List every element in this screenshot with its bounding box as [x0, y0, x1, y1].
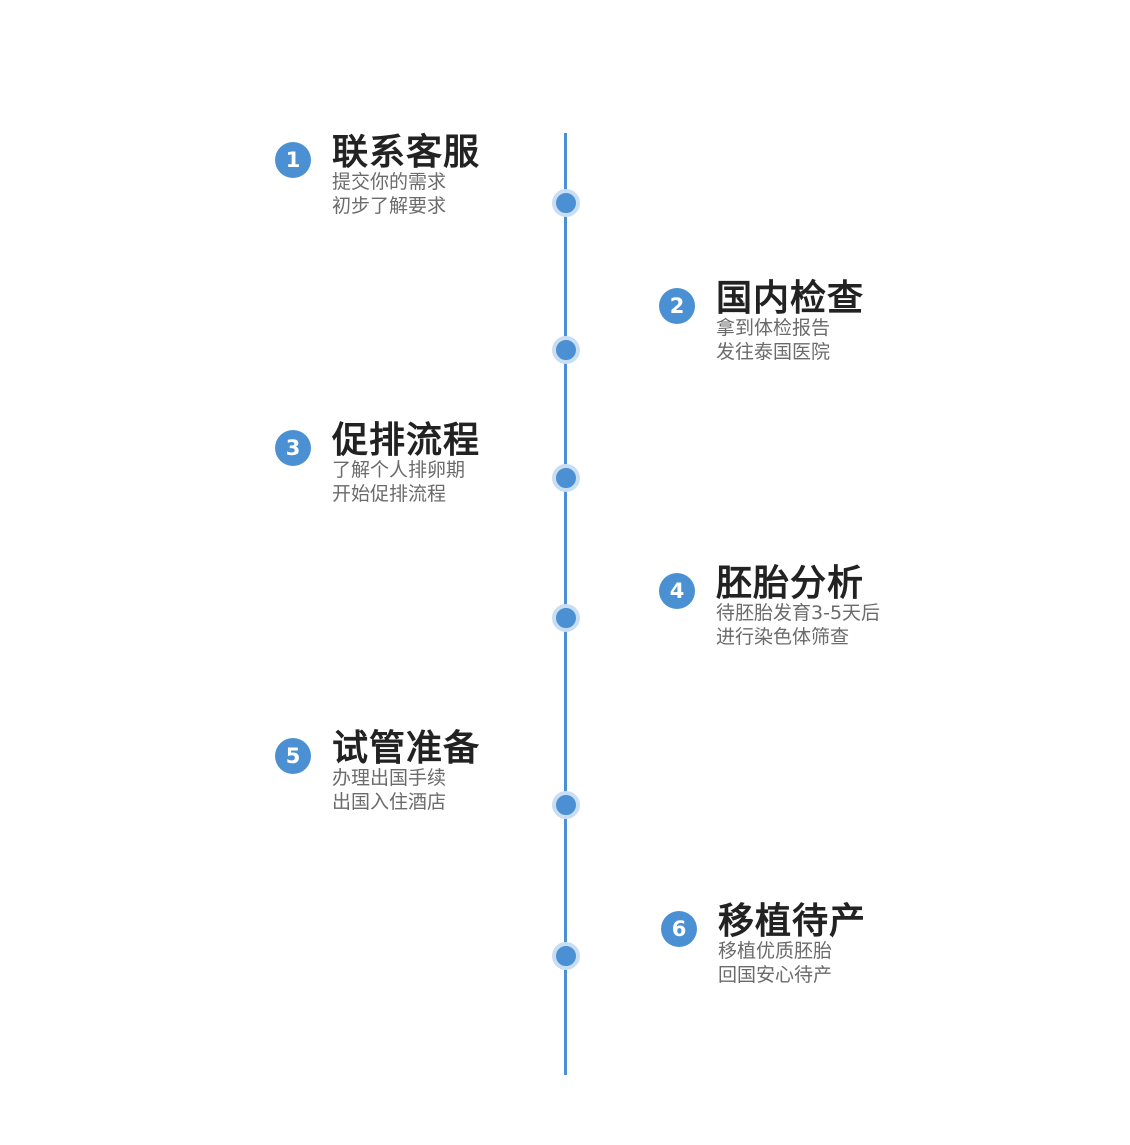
step-title: 国内检查	[716, 278, 865, 319]
step-description-line: 发往泰国医院	[716, 341, 831, 363]
timeline-dot	[552, 189, 580, 217]
step-number-badge: 3	[275, 430, 311, 466]
step-title: 试管准备	[332, 728, 481, 769]
step-number-badge: 5	[275, 738, 311, 774]
step-description-line: 拿到体检报告	[716, 317, 831, 339]
step-number-badge: 6	[661, 911, 697, 947]
step-title: 胚胎分析	[716, 563, 865, 604]
timeline-dot	[552, 791, 580, 819]
timeline-dot	[552, 942, 580, 970]
timeline-dot	[552, 336, 580, 364]
step-description-line: 办理出国手续	[332, 767, 447, 789]
step-description: 待胚胎发育3-5天后 进行染色体筛查	[716, 601, 880, 649]
step-description-line: 进行染色体筛查	[716, 626, 850, 648]
step-description: 移植优质胚胎 回国安心待产	[718, 939, 832, 987]
step-description-line: 提交你的需求	[332, 171, 447, 193]
step-number-badge: 4	[659, 573, 695, 609]
step-description: 拿到体检报告 发往泰国医院	[716, 316, 830, 364]
step-description-line: 初步了解要求	[332, 195, 447, 217]
step-description-line: 移植优质胚胎	[718, 940, 833, 962]
step-description: 办理出国手续 出国入住酒店	[332, 766, 446, 814]
step-number-badge: 1	[275, 142, 311, 178]
step-description-line: 待胚胎发育3-5天后	[716, 602, 881, 624]
step-description-line: 了解个人排卵期	[332, 459, 466, 481]
step-description: 了解个人排卵期 开始促排流程	[332, 458, 465, 506]
step-title: 移植待产	[718, 901, 867, 942]
step-description-line: 出国入住酒店	[332, 791, 447, 813]
step-description-line: 开始促排流程	[332, 483, 447, 505]
step-title: 促排流程	[332, 420, 481, 461]
step-title: 联系客服	[332, 132, 481, 173]
timeline-dot	[552, 604, 580, 632]
step-number-badge: 2	[659, 288, 695, 324]
step-description: 提交你的需求 初步了解要求	[332, 170, 446, 218]
timeline-dot	[552, 464, 580, 492]
step-description-line: 回国安心待产	[718, 964, 833, 986]
